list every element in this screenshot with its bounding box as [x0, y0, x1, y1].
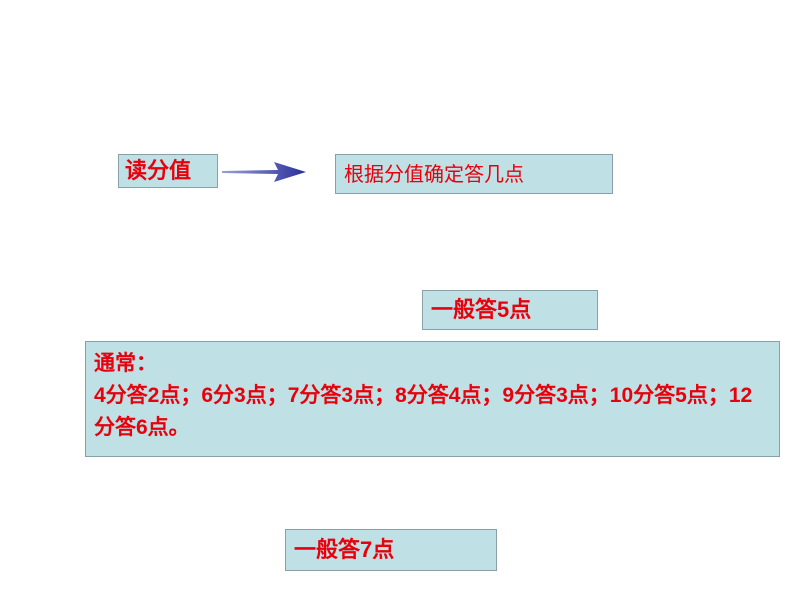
read-score-label: 读分值 [125, 158, 192, 183]
usual-text: 4分答2点；6分3点；7分答3点；8分答4点；9分答3点；10分答5点；12分答… [94, 384, 753, 439]
read-score-box: 读分值 [118, 154, 218, 188]
determine-points-label: 根据分值确定答几点 [344, 162, 524, 186]
general-5-points-box: 一般答5点 [422, 290, 598, 330]
general-7-points-label: 一般答7点 [294, 537, 395, 562]
usual-rules-box: 通常： 4分答2点；6分3点；7分答3点；8分答4点；9分答3点；10分答5点；… [85, 341, 780, 457]
general-5-points-label: 一般答5点 [431, 297, 532, 322]
general-7-points-box: 一般答7点 [285, 529, 497, 571]
determine-points-box: 根据分值确定答几点 [335, 154, 613, 194]
usual-title: 通常： [94, 352, 157, 375]
arrow-right-icon [222, 162, 306, 182]
